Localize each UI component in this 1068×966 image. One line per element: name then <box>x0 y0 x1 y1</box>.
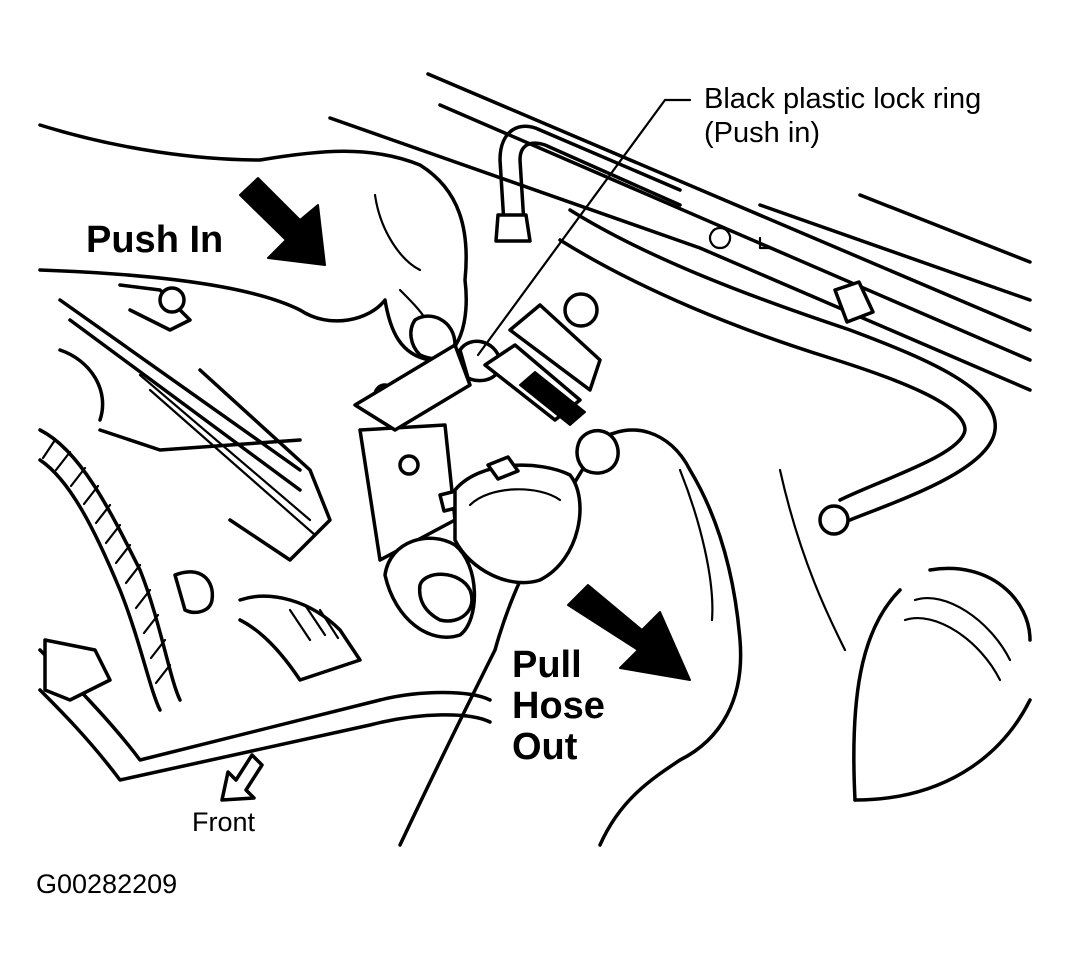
pull-label-line3: Out <box>512 726 578 768</box>
wire-loom <box>38 428 215 712</box>
push-arrow-icon <box>239 177 326 266</box>
left-hand <box>38 123 468 362</box>
lock-ring-label-line1: Black plastic lock ring <box>704 83 982 115</box>
top-tube <box>494 124 682 243</box>
pull-label-line2: Hose <box>512 685 605 727</box>
front-label: Front <box>192 807 256 837</box>
push-in-label: Push In <box>86 219 224 261</box>
right-hand <box>398 428 743 847</box>
throttle-body <box>353 292 602 639</box>
hood-edge-lines <box>328 72 1032 392</box>
lock-ring-label-line2: (Push in) <box>704 117 821 149</box>
linkage-bracket <box>58 283 332 562</box>
front-arrow-icon <box>220 753 264 802</box>
lock-ring-leader-line <box>476 98 692 357</box>
lower-hose <box>38 594 492 782</box>
pull-label-line1: Pull <box>512 644 582 686</box>
pull-arrow-icon <box>567 584 691 681</box>
reservoir <box>778 468 1032 802</box>
figure-id: G00282209 <box>36 869 178 899</box>
right-vacuum-hose <box>558 208 997 536</box>
